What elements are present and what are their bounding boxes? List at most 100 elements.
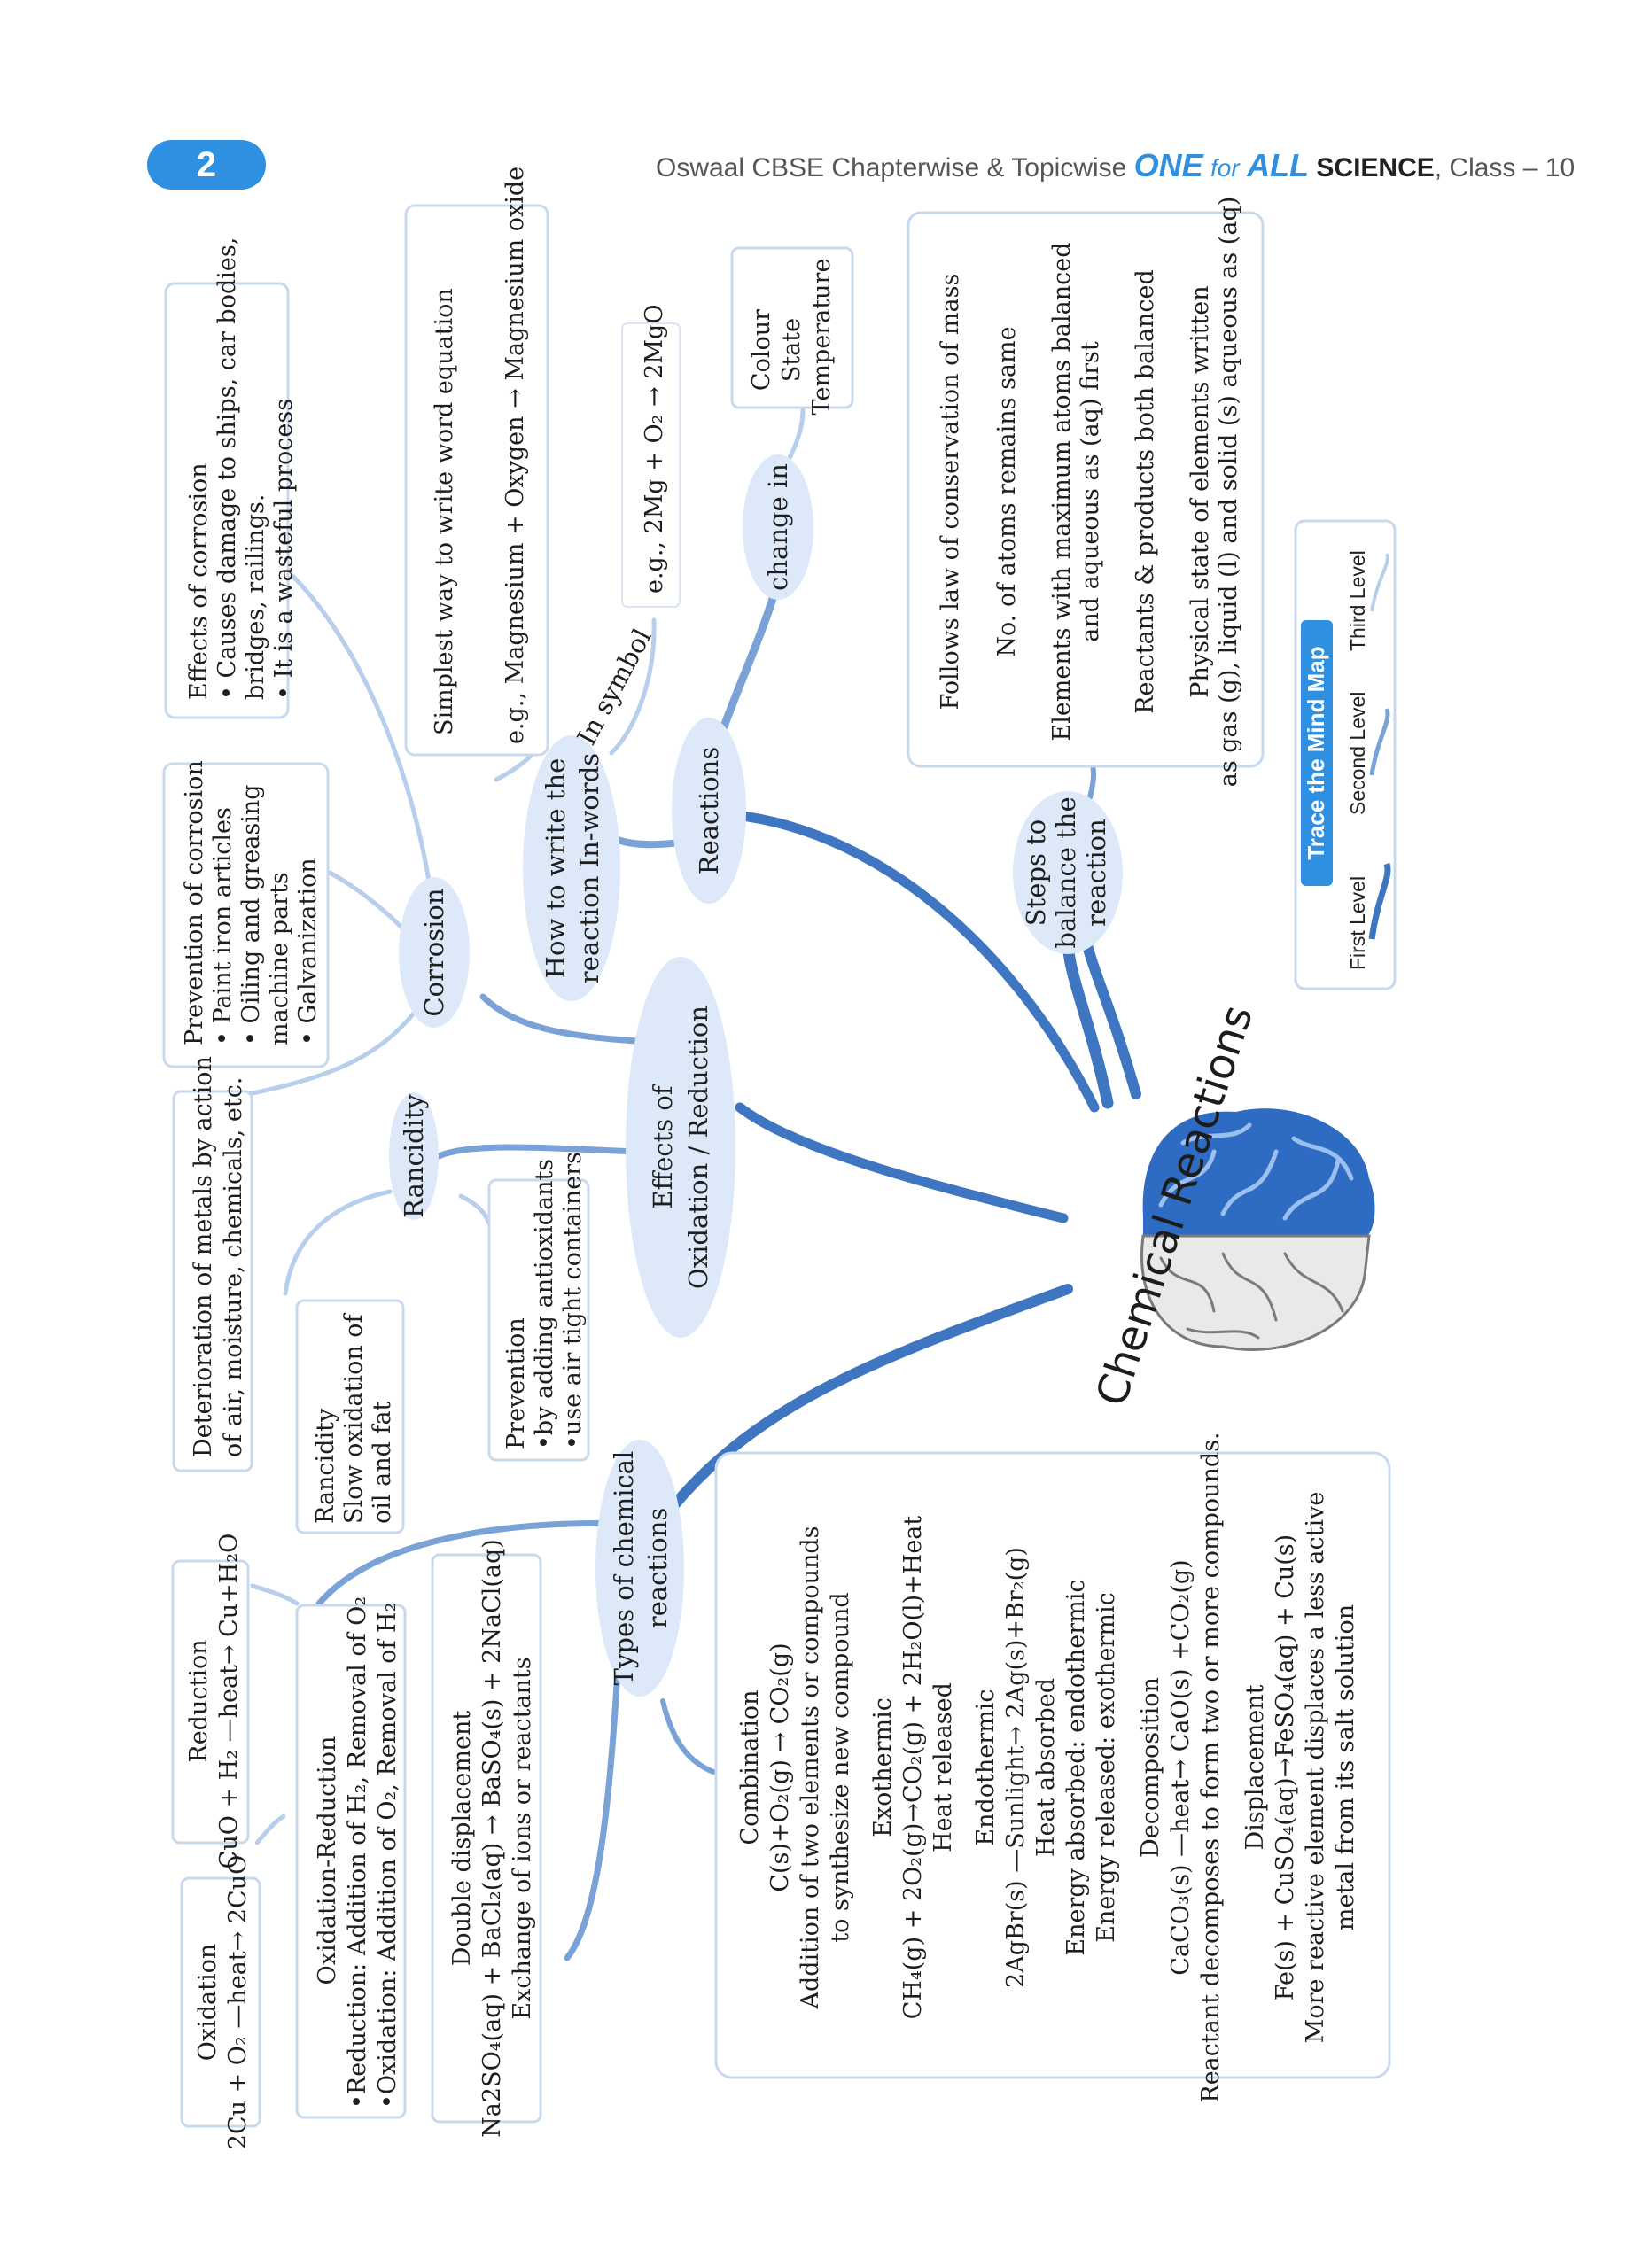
oxidation-title: Oxidation xyxy=(194,1944,222,2062)
change-colour: Colour xyxy=(748,309,775,391)
node-rancidity xyxy=(389,1092,439,1220)
link-corrosion-prevention xyxy=(327,870,415,942)
legend-title-band xyxy=(1301,620,1333,886)
node-how-line2: reaction In-words xyxy=(574,753,604,983)
page-number-badge: 2 xyxy=(147,140,266,190)
effects-corrosion-line3: • It is a wasteful process xyxy=(270,399,298,700)
link-center-types xyxy=(668,1284,1073,1511)
link-how-symbol xyxy=(609,617,657,756)
node-reactions-label: Reactions xyxy=(694,747,724,874)
link-types-box xyxy=(660,1698,716,1775)
header-series: Oswaal CBSE Chapterwise & Topicwise xyxy=(656,153,1127,183)
balance-step-2: No. of atoms remains same xyxy=(993,326,1021,656)
change-temperature: Temperature xyxy=(808,259,836,416)
rancidity-prevention-title: Prevention xyxy=(502,1317,530,1449)
endothermic-energy1: Energy absorbed: endothermic xyxy=(1062,1579,1090,1955)
link-reactions-change xyxy=(713,571,784,749)
link-corrosion-def xyxy=(245,1007,419,1097)
combination-desc1: Addition of two elements or compounds xyxy=(797,1526,824,2009)
box-symbol-equation xyxy=(621,322,681,608)
symbol-equation-line: e.g., 2Mg + O₂ → 2MgO xyxy=(641,305,668,594)
node-effects-line1: Effects of xyxy=(648,1084,678,1208)
balance-step-3a: Elements with maximum atoms balanced xyxy=(1048,242,1076,741)
node-corrosion xyxy=(399,877,470,1028)
box-reduction xyxy=(171,1559,250,1845)
endothermic-energy2: Energy released: exothermic xyxy=(1093,1592,1120,1942)
link-center-effects xyxy=(735,1102,1069,1223)
node-steps-line2: balance the xyxy=(1051,796,1081,948)
node-types-line1: Types of chemical xyxy=(609,1451,639,1686)
combination-equation: C(s)+O₂(g) → CO₂(g) xyxy=(767,1643,794,1891)
redox-oxidation: •Oxidation: Addition of O₂, Removal of H… xyxy=(374,1603,401,2109)
redox-reduction: •Reduction: Addition of H₂, Removal of O… xyxy=(344,1596,371,2109)
balance-step-4: Reactants & products both balanced xyxy=(1132,269,1159,714)
page-number: 2 xyxy=(196,144,217,184)
decomposition-title: Decomposition xyxy=(1137,1677,1164,1858)
box-double-displacement xyxy=(431,1553,542,2124)
endothermic-desc: Heat absorbed xyxy=(1032,1678,1060,1857)
link-redox-reduction xyxy=(250,1583,300,1606)
legend-second-level: Second Level xyxy=(1346,692,1369,815)
running-header: Oswaal CBSE Chapterwise & Topicwise ONE … xyxy=(656,147,1575,184)
oxidation-equation: 2Cu + O₂ —heat→ 2CuO xyxy=(224,1855,252,2149)
endothermic-title: Endothermic xyxy=(972,1689,1000,1845)
brand-all: ALL xyxy=(1247,147,1310,183)
link-corrosion-effects xyxy=(290,573,432,889)
balance-step-5b: as gas (g), liquid (l) and solid (s) aqu… xyxy=(1215,197,1242,788)
node-how-line1: How to write the xyxy=(541,758,571,979)
balance-step-3b: and aqueous as (aq) first xyxy=(1077,341,1104,642)
displacement-desc2: metal from its salt solution xyxy=(1332,1604,1359,1930)
prevention-corrosion-line3: machine parts xyxy=(266,872,293,1045)
rancidity-prevention-line2: •use air tight containers xyxy=(559,1152,587,1449)
node-how-to-write xyxy=(523,735,620,1001)
prevention-corrosion-title: Prevention of corrosion xyxy=(181,760,208,1045)
box-effects-of-corrosion xyxy=(164,282,290,719)
link-rancidity-prevention xyxy=(458,1193,494,1234)
double-displacement-title: Double displacement xyxy=(448,1711,476,1967)
legend-second-swatch xyxy=(1369,708,1390,776)
box-change-list xyxy=(730,246,854,409)
node-steps-line1: Steps to xyxy=(1021,819,1051,926)
word-equation-line2: e.g., Magnesium + Oxygen → Magnesium oxi… xyxy=(502,167,529,744)
box-oxidation-reduction xyxy=(295,1604,407,2119)
box-corrosion-definition xyxy=(172,1090,253,1472)
legend-third-level: Third Level xyxy=(1346,550,1369,651)
redox-title: Oxidation-Reduction xyxy=(314,1736,341,1985)
node-types-of-reactions xyxy=(595,1440,684,1697)
effects-corrosion-title: Effects of corrosion xyxy=(185,462,213,700)
displacement-equation: Fe(s) + CuSO₄(aq)→FeSO₄(aq) + Cu(s) xyxy=(1272,1534,1299,2000)
effects-corrosion-line2: bridges, railings. xyxy=(242,494,269,700)
box-word-equation xyxy=(404,204,549,757)
rancidity-def-line1: Slow oxidation of xyxy=(340,1312,368,1524)
double-displacement-desc: Exchange of ions or reactants xyxy=(509,1657,536,2019)
legend-first-level: First Level xyxy=(1346,876,1369,970)
exothermic-equation: CH₄(g) + 2O₂(g)→CO₂(g) + 2H₂O(l)+Heat xyxy=(899,1516,927,2020)
node-types-line2: reactions xyxy=(642,1508,673,1629)
decomposition-equation: CaCO₃(s) —heat→ CaO(s) +CO₂(g) xyxy=(1167,1559,1195,1975)
legend-first-swatch xyxy=(1368,862,1391,940)
displacement-title: Displacement xyxy=(1241,1684,1269,1850)
rancidity-def-title: Rancidity xyxy=(312,1408,339,1524)
balance-step-1: Follows law of conservation of mass xyxy=(937,274,964,711)
prevention-corrosion-line1: • Paint iron articles xyxy=(209,807,237,1045)
reduction-equation: CuO + H₂ —heat→ Cu+H₂O xyxy=(215,1534,243,1869)
displacement-desc1: More reactive element displaces a less a… xyxy=(1302,1492,1329,2044)
legend-title: Trace the Mind Map xyxy=(1303,646,1329,859)
brand-one: ONE xyxy=(1133,147,1203,183)
box-balance-steps xyxy=(907,211,1265,768)
box-rancidity-definition xyxy=(295,1299,405,1534)
brain-gray-half xyxy=(1140,1234,1371,1351)
endothermic-equation: 2AgBr(s) —Sunlight→ 2Ag(s)+Br₂(g) xyxy=(1002,1547,1030,1988)
link-center-reactions xyxy=(730,810,1100,1113)
rancidity-def-line2: oil and fat xyxy=(369,1401,396,1524)
link-center-steps-2 xyxy=(1080,934,1141,1099)
brain-blue-half xyxy=(1142,1108,1375,1237)
node-effects-oxidation-reduction xyxy=(626,957,735,1338)
combination-desc2: to synthesize new compound xyxy=(827,1592,854,1942)
node-steps-line3: reaction xyxy=(1081,819,1111,927)
corrosion-def-line2: of air, moisture, chemicals, etc. xyxy=(220,1077,247,1457)
brand-for: for xyxy=(1210,154,1240,182)
node-change-in xyxy=(743,454,813,600)
header-subject: SCIENCE xyxy=(1316,153,1435,183)
